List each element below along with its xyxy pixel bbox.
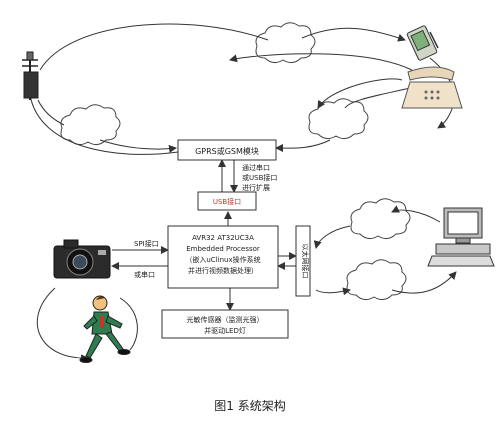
telephone-icon — [401, 66, 463, 109]
ethernet-port-label: 以太网接口 — [301, 244, 310, 279]
arc-cloud-to-gprs-left — [99, 139, 177, 153]
serial-expand-line-3: 进行扩展 — [242, 183, 270, 192]
processor-line-2: Embedded Processor — [186, 245, 260, 253]
arc-phone-to-cloud — [344, 87, 411, 109]
arc-ethernet-to-cloud — [315, 287, 351, 296]
running-person-icon — [79, 295, 131, 363]
processor-line-3: （嵌入uClinux操作系统 — [185, 255, 260, 264]
cell-tower-icon — [22, 51, 39, 100]
cloud-top — [255, 22, 316, 64]
cloud-right-mid — [350, 198, 411, 240]
serial-port-label: 或串口 — [134, 270, 155, 279]
sensor-box — [161, 309, 289, 339]
processor-line-4: 并进行视频数据处理） — [188, 266, 258, 275]
arc-cloud-to-gprs-right — [275, 139, 331, 153]
figure-caption: 图1 系统架构 — [214, 399, 286, 413]
arc-top-to-pda — [39, 23, 269, 71]
arc-phone-top — [229, 53, 413, 71]
arc-computer-to-cloud — [391, 205, 441, 223]
gprs-module-box — [177, 139, 277, 161]
arc-cloud-to-computer — [391, 271, 457, 294]
serial-expand-line-1: 通过串口 — [242, 163, 270, 172]
sensor-line-1: 光敏传感器（监测光强） — [187, 315, 264, 324]
cloud-right-upper — [308, 98, 369, 140]
processor-line-1: AVR32 AT32UC3A — [192, 234, 254, 242]
arc-person-right — [119, 297, 138, 351]
cloud-left — [60, 104, 121, 146]
sensor-line-2: 并驱动LED灯 — [204, 326, 246, 335]
arc-tower-outer — [29, 94, 179, 155]
serial-expand-line-2: 或USB接口 — [242, 173, 277, 182]
pda-icon — [406, 25, 439, 61]
arc-phone-loop — [317, 78, 403, 109]
ethernet-port-box — [295, 225, 311, 297]
usb-port-box — [197, 191, 257, 211]
arc-person-loop — [36, 287, 89, 363]
gprs-module-label: GPRS或GSM模块 — [195, 146, 259, 156]
spi-port-label: SPI接口 — [134, 239, 159, 248]
usb-port-label: USB接口 — [213, 197, 241, 206]
processor-box — [167, 225, 279, 289]
computer-icon — [427, 207, 495, 267]
arc-tower-to-cloud — [37, 99, 65, 126]
cloud-right-lower — [346, 259, 407, 301]
arc-cloud-to-pda — [301, 27, 406, 42]
camera-icon — [53, 239, 111, 279]
arc-cloud-to-ethernet — [313, 225, 351, 249]
